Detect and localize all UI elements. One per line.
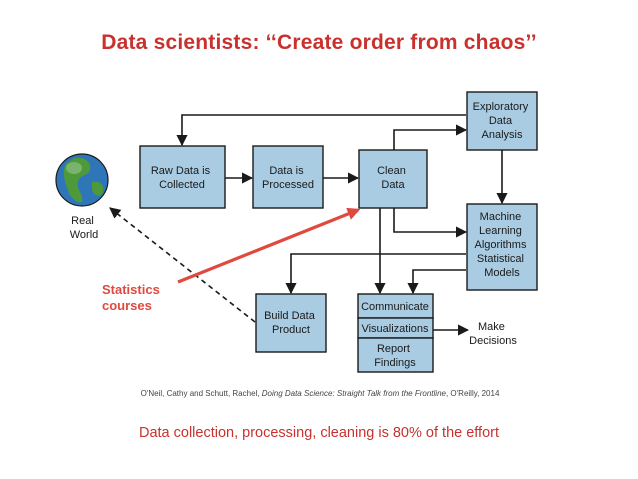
statistics-courses-label: Statistics courses: [102, 282, 163, 313]
svg-text:Raw Data is Collected: Raw Data is Collected: [151, 165, 213, 191]
arrow-build-to-world: [109, 207, 256, 323]
citation-authors: O'Neil, Cathy and Schutt, Rachel,: [140, 389, 262, 398]
make-decisions-label: Make Decisions: [469, 321, 517, 347]
node-exploratory-analysis: Exploratory Data Analysis: [466, 91, 538, 151]
statistics-annotation-arrow: [177, 207, 361, 284]
arrow-clean-to-eda: [393, 124, 468, 150]
citation: O'Neil, Cathy and Schutt, Rachel, Doing …: [40, 389, 600, 398]
citation-book-title: Doing Data Science: Straight Talk from t…: [261, 389, 446, 398]
slide-title: Data scientists: ‘‘Create order from cha…: [101, 31, 537, 54]
svg-text:Build Data Product: Build Data Product: [264, 310, 318, 336]
footer-note: Data collection, processing, cleaning is…: [138, 425, 500, 441]
node-communicate: Communicate: [357, 293, 434, 319]
node-processed: Data is Processed: [252, 145, 324, 209]
svg-text:Visualizations: Visualizations: [361, 323, 429, 335]
svg-text:Report Findings: Report Findings: [374, 343, 416, 369]
connectors: [109, 114, 508, 336]
arrow-top-feedback: [176, 114, 466, 147]
real-world-label: Real World: [70, 215, 99, 241]
node-clean-data: Clean Data: [358, 149, 428, 209]
arrow-ml-to-communicate: [407, 269, 466, 295]
citation-publisher: , O'Reilly, 2014: [445, 389, 500, 398]
node-visualizations: Visualizations: [357, 317, 434, 339]
node-build-data-product: Build Data Product: [255, 293, 327, 353]
node-raw-data: Raw Data is Collected: [139, 145, 226, 209]
node-machine-learning: Machine Learning Algorithms Statistical …: [466, 203, 538, 291]
arrow-ml-to-build: [285, 253, 466, 295]
svg-text:Clean Data: Clean Data: [377, 165, 409, 191]
globe-icon: [55, 153, 109, 207]
node-report-findings: Report Findings: [357, 337, 434, 373]
svg-text:Communicate: Communicate: [361, 301, 429, 313]
data-science-process-diagram: Real World Raw Data is Collected Data is…: [40, 86, 600, 386]
svg-text:Exploratory Data A: Exploratory Data Analysis: [473, 101, 532, 141]
svg-text:Data is Processed: Data is Processed: [262, 165, 314, 191]
svg-text:Machine Learning A: Machine Learning Algorithms Statistical …: [474, 211, 529, 279]
arrow-clean-to-ml: [393, 208, 468, 238]
diagram-canvas: Real World Raw Data is Collected Data is…: [55, 91, 538, 373]
